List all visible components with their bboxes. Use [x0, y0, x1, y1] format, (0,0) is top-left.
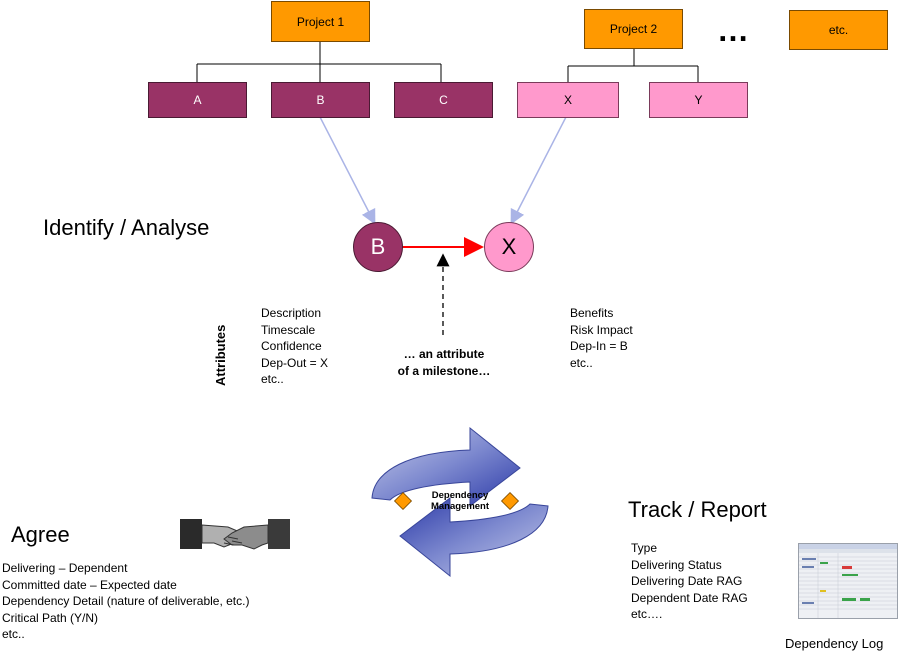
in-attributes-list: Benefits Risk Impact Dep-In = B etc..	[570, 305, 633, 371]
task-b-box: B	[271, 82, 370, 118]
cycle-arrow-upper	[371, 426, 521, 508]
out-attribute: Confidence	[261, 339, 322, 353]
identify-analyse-heading: Identify / Analyse	[43, 215, 210, 240]
milestone-note-line: … an attribute	[403, 347, 485, 361]
cycle-arrow-lower	[399, 496, 549, 578]
task-x-box: X	[517, 82, 619, 118]
out-attribute: Dep-Out = X	[261, 355, 329, 370]
etc-box: etc.	[789, 10, 888, 50]
agree-heading: Agree	[11, 522, 70, 547]
agree-item: Critical Path (Y/N)	[2, 610, 99, 625]
track-item: Dependent Date RAG	[631, 590, 748, 605]
x-connector	[510, 116, 567, 225]
out-attribute: etc..	[261, 372, 284, 386]
project2-tree-lines	[567, 48, 699, 82]
project2-box: Project 2	[584, 9, 683, 49]
in-attribute: Benefits	[570, 306, 614, 320]
track-item: Type	[631, 541, 658, 555]
dependency-management-label: Dependency Management	[404, 490, 516, 512]
project1-tree-lines	[196, 42, 442, 82]
out-attribute: Description	[261, 306, 322, 320]
node-x: X	[484, 222, 534, 272]
task-y-box: Y	[649, 82, 748, 118]
node-b: B	[353, 222, 403, 272]
milestone-note: … an attribute of a milestone…	[370, 346, 518, 380]
agree-item: etc..	[2, 627, 25, 641]
milestone-note-line: of a milestone…	[397, 364, 491, 378]
handshake-icon	[180, 519, 290, 550]
in-attribute: etc..	[570, 355, 593, 370]
agree-item: Dependency Detail (nature of deliverable…	[2, 594, 250, 608]
cycle-label-line: Management	[430, 501, 490, 512]
in-attribute: Risk Impact	[570, 322, 633, 337]
diamond-left-icon	[393, 491, 413, 511]
agree-item: Committed date – Expected date	[2, 577, 177, 592]
track-item: etc….	[631, 607, 663, 621]
agree-list: Delivering – Dependent Committed date – …	[2, 560, 249, 643]
spreadsheet-thumbnail-icon	[798, 543, 898, 619]
ellipsis: …	[717, 12, 749, 48]
track-report-heading: Track / Report	[628, 497, 767, 522]
track-list: Type Delivering Status Delivering Date R…	[631, 540, 748, 623]
dependency-log-caption: Dependency Log	[785, 636, 884, 651]
agree-item: Delivering – Dependent	[2, 561, 128, 575]
attributes-label: Attributes	[213, 324, 228, 386]
track-item: Delivering Date RAG	[631, 574, 743, 588]
track-item: Delivering Status	[631, 557, 722, 572]
b-connector	[319, 116, 376, 225]
out-attributes-list: Description Timescale Confidence Dep-Out…	[261, 305, 328, 388]
project1-box: Project 1	[271, 1, 370, 42]
dependency-cycle-graphic	[371, 426, 549, 578]
diamond-right-icon	[500, 491, 520, 511]
cycle-label-line: Dependency	[431, 490, 489, 501]
task-a-box: A	[148, 82, 247, 118]
out-attribute: Timescale	[261, 322, 316, 337]
in-attribute: Dep-In = B	[570, 339, 628, 353]
task-c-box: C	[394, 82, 493, 118]
